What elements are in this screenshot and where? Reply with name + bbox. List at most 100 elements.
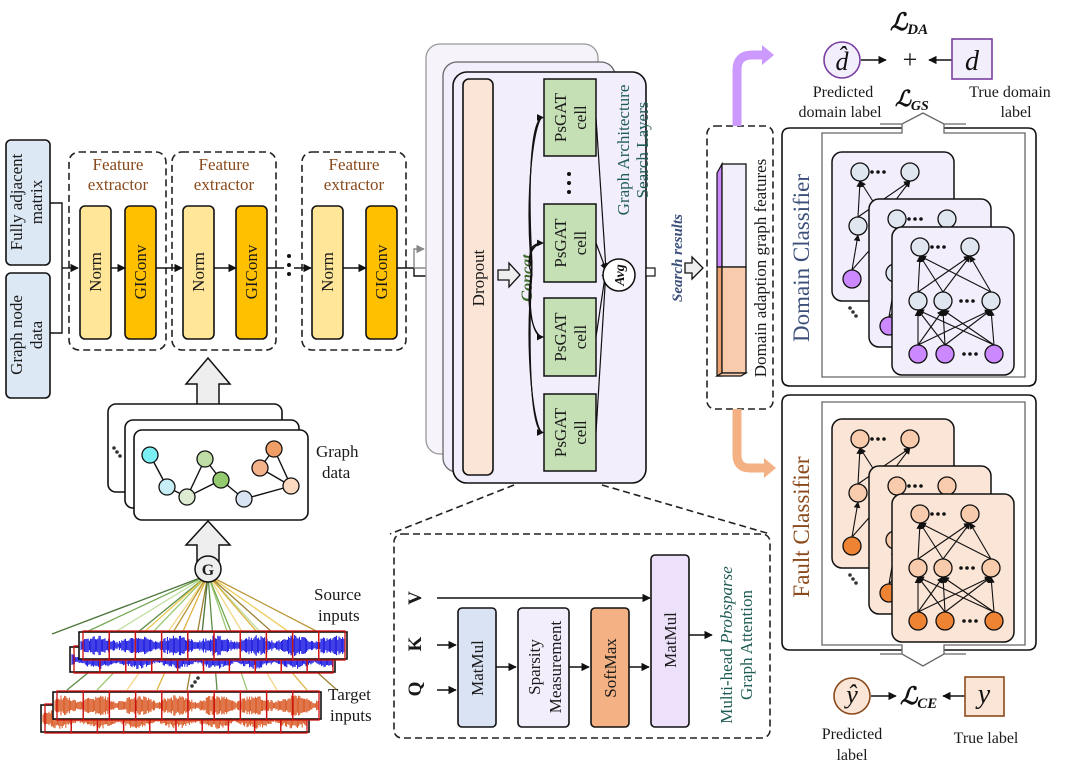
graph-node-label-2: data (27, 320, 46, 349)
network-node (849, 484, 867, 502)
fault-classifier-title: Fault Classifier (789, 456, 814, 598)
ellipsis-dot (876, 437, 880, 441)
loss-ce: ℒCE (900, 684, 937, 712)
softmax-label: SoftMax (601, 638, 620, 698)
v-label: V (405, 591, 426, 605)
ellipsis-dot (962, 352, 966, 356)
ellipsis-dot (971, 299, 975, 303)
ellipsis-dot (913, 484, 917, 488)
ellipsis-dot (959, 566, 963, 570)
ellipsis-dot (968, 619, 972, 623)
network-node (888, 477, 906, 495)
signal-ellipsis (190, 676, 200, 688)
predicted-domain-symbol: d̂ (836, 47, 850, 76)
stack-ellipsis-dot (854, 581, 858, 585)
graph-data-label-2: data (322, 463, 351, 482)
psgat-cell-label: PsGAT (551, 92, 570, 142)
node-connector (50, 268, 62, 333)
attention-panel: V K Q MatMul Sparsity Measurement SoftMa… (394, 534, 770, 738)
search-title-1: Graph Architecture (614, 85, 633, 216)
avg-label: Avg (613, 264, 628, 287)
search-results-label: Search results (670, 214, 686, 302)
graph-node-label-1: Graph node (7, 295, 26, 375)
generator-symbol: G (202, 562, 215, 579)
avg-node: Avg (603, 259, 635, 291)
network-node (843, 537, 861, 555)
domain-arrow (737, 55, 763, 126)
ellipsis-dot (936, 245, 940, 249)
giconv-label-1: GIConv (131, 244, 150, 299)
ellipsis-dot (919, 484, 923, 488)
graph-node-data-box: Graph node data (6, 273, 50, 398)
ellipsis-dot (974, 619, 978, 623)
predicted-domain-label-1: Predicted (813, 84, 873, 101)
fan-line (52, 575, 208, 634)
fan-line (82, 575, 208, 634)
network-node (936, 345, 954, 363)
domain-adaption-features-panel: Domain adaption graph features (707, 126, 773, 409)
generator-node: G (195, 556, 221, 582)
true-domain-label-2: label (1000, 104, 1032, 121)
ellipsis-dot (913, 217, 917, 221)
search-layers-panel: Dropout Concat PsGATcellPsGATcellPsGATce… (453, 72, 652, 483)
extractor-2-title-2: extractor (194, 175, 255, 194)
norm-label-1: Norm (86, 252, 105, 292)
network-node (985, 345, 1003, 363)
giconv-label-3: GIConv (372, 244, 391, 299)
sparsity-label-2: Measurement (546, 620, 565, 713)
predicted-domain-label-2: domain label (798, 104, 882, 121)
network-node (936, 612, 954, 630)
loss-gs: ℒGS (895, 86, 929, 114)
domain-features-label: Domain adaption graph features (751, 159, 770, 378)
network-node (985, 612, 1003, 630)
ellipsis-dot (870, 437, 874, 441)
target-signal-stack (41, 691, 321, 733)
fully-adjacent-matrix-box: Fully adjacent matrix (6, 140, 50, 265)
network-node (909, 292, 927, 310)
psgat-cell-label: PsGAT (551, 218, 570, 268)
psgat-cell-label: PsGAT (551, 407, 570, 457)
ellipsis-dot (876, 170, 880, 174)
true-fault-label: True label (954, 730, 1019, 747)
source-inputs-label-1: Source (314, 585, 361, 604)
sparsity-label-1: Sparsity (525, 639, 544, 695)
search-title-2: Search Layers (633, 102, 652, 199)
network-node (961, 505, 979, 523)
matmul-2-label: MatMul (661, 612, 680, 668)
fan-line (142, 575, 208, 634)
network-node (938, 477, 956, 495)
concat-label: Concat (519, 254, 536, 302)
ellipsis-dot (942, 245, 946, 249)
fully-adjacent-label-2: matrix (27, 179, 46, 224)
fault-classifier-panel: Fault Classifier (782, 395, 1036, 654)
target-inputs-label-1: Target (328, 685, 371, 704)
extractor-1-title-2: extractor (88, 175, 149, 194)
network-node (909, 345, 927, 363)
ellipsis-dot (907, 484, 911, 488)
ellipsis-dot (870, 170, 874, 174)
ellipsis-dot (942, 512, 946, 516)
network-node (938, 210, 956, 228)
network-node (888, 210, 906, 228)
network-node (849, 217, 867, 235)
cell-ellipsis (567, 172, 571, 194)
true-fault-symbol: y (975, 679, 991, 710)
graph-data-stack (108, 404, 308, 520)
network-node (843, 270, 861, 288)
psgat-cell-label: PsGAT (551, 312, 570, 362)
ellipsis-dot (907, 217, 911, 221)
ellipsis-dot (919, 217, 923, 221)
stack-ellipsis-dot (848, 573, 852, 577)
network-node (851, 430, 869, 448)
target-inputs-label-2: inputs (330, 706, 372, 725)
stack-ellipsis-dot (848, 306, 852, 310)
source-inputs-label-2: inputs (318, 606, 360, 625)
ellipsis-dot (971, 566, 975, 570)
ellipsis-dot (968, 352, 972, 356)
ellipsis-dot (936, 512, 940, 516)
network-node (911, 238, 929, 256)
stack-ellipsis-dot (851, 310, 855, 314)
network-node (911, 505, 929, 523)
predicted-fault-symbol: ŷ (843, 680, 858, 709)
